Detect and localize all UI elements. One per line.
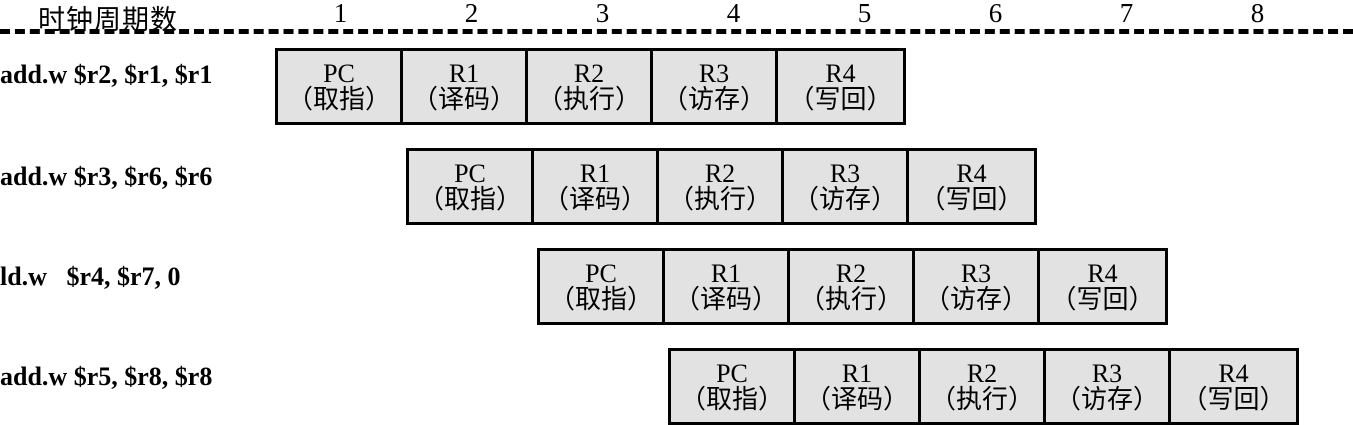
pipeline-stage-cell: R4（写回） xyxy=(1171,351,1296,422)
stage-description: （译码） xyxy=(542,185,647,214)
stage-name: PC xyxy=(454,158,486,188)
pipeline-stage-cell: PC（取指） xyxy=(278,51,403,122)
stage-description: （译码） xyxy=(411,85,516,114)
stage-description: （取指） xyxy=(548,285,653,314)
instruction-label: add.w $r3, $r6, $r6 xyxy=(0,162,213,191)
header-divider xyxy=(0,29,1353,34)
pipeline-stage-cell: R4（写回） xyxy=(778,51,903,122)
instruction-pipeline-row: PC（取指）R1（译码）R2（执行）R3（访存）R4（写回） xyxy=(275,48,906,125)
pipeline-stage-cell: R1（译码） xyxy=(534,151,659,222)
stage-name: PC xyxy=(716,358,748,388)
stage-name: R2 xyxy=(573,58,605,88)
stage-description: （取指） xyxy=(679,385,784,414)
stage-description: （写回） xyxy=(788,85,893,114)
instruction-pipeline-row: PC（取指）R1（译码）R2（执行）R3（访存）R4（写回） xyxy=(668,348,1299,425)
cycle-number: 7 xyxy=(1119,0,1134,28)
stage-name: PC xyxy=(323,58,355,88)
stage-description: （执行） xyxy=(798,285,903,314)
cycle-number: 2 xyxy=(464,0,479,28)
cycle-number: 3 xyxy=(595,0,610,28)
stage-name: R1 xyxy=(448,58,480,88)
instruction-pipeline-row: PC（取指）R1（译码）R2（执行）R3（访存）R4（写回） xyxy=(406,148,1037,225)
stage-name: R3 xyxy=(960,258,992,288)
pipeline-stage-cell: R1（译码） xyxy=(796,351,921,422)
stage-description: （访存） xyxy=(923,285,1028,314)
stage-name: R1 xyxy=(841,358,873,388)
pipeline-stage-cell: R3（访存） xyxy=(915,251,1040,322)
pipeline-stage-cell: R2（执行） xyxy=(528,51,653,122)
pipeline-stage-cell: R2（执行） xyxy=(921,351,1046,422)
cycle-number: 5 xyxy=(857,0,872,28)
pipeline-stage-cell: R1（译码） xyxy=(665,251,790,322)
instruction-label: ld.w $r4, $r7, 0 xyxy=(0,262,181,291)
stage-name: R4 xyxy=(825,58,856,88)
stage-description: （执行） xyxy=(667,185,772,214)
pipeline-stage-cell: R4（写回） xyxy=(1040,251,1165,322)
stage-description: （执行） xyxy=(929,385,1034,414)
cycle-number: 8 xyxy=(1250,0,1265,28)
stage-description: （写回） xyxy=(1181,385,1286,414)
stage-description: （执行） xyxy=(536,85,641,114)
stage-description: （译码） xyxy=(673,285,778,314)
instruction-pipeline-row: PC（取指）R1（译码）R2（执行）R3（访存）R4（写回） xyxy=(537,248,1168,325)
stage-description: （访存） xyxy=(1054,385,1159,414)
pipeline-stage-cell: R3（访存） xyxy=(784,151,909,222)
stage-name: R2 xyxy=(704,158,736,188)
stage-name: R1 xyxy=(579,158,611,188)
cycle-number: 6 xyxy=(988,0,1003,28)
stage-description: （写回） xyxy=(919,185,1024,214)
stage-name: R1 xyxy=(710,258,742,288)
instruction-label: add.w $r5, $r8, $r8 xyxy=(0,362,213,391)
stage-description: （取指） xyxy=(286,85,391,114)
pipeline-stage-cell: R4（写回） xyxy=(909,151,1034,222)
stage-description: （访存） xyxy=(661,85,766,114)
pipeline-stage-cell: R3（访存） xyxy=(653,51,778,122)
stage-name: R4 xyxy=(1218,358,1249,388)
pipeline-stage-cell: PC（取指） xyxy=(540,251,665,322)
pipeline-stage-cell: R2（执行） xyxy=(790,251,915,322)
stage-name: R2 xyxy=(835,258,867,288)
stage-name: R4 xyxy=(1087,258,1118,288)
stage-description: （译码） xyxy=(804,385,909,414)
stage-description: （访存） xyxy=(792,185,897,214)
pipeline-stage-cell: R1（译码） xyxy=(403,51,528,122)
stage-name: PC xyxy=(585,258,617,288)
stage-name: R3 xyxy=(829,158,861,188)
pipeline-stage-cell: R3（访存） xyxy=(1046,351,1171,422)
stage-name: R3 xyxy=(1091,358,1123,388)
stage-description: （取指） xyxy=(417,185,522,214)
cycle-number: 4 xyxy=(726,0,741,28)
pipeline-stage-cell: PC（取指） xyxy=(671,351,796,422)
stage-name: R4 xyxy=(956,158,987,188)
stage-name: R3 xyxy=(698,58,730,88)
instruction-label: add.w $r2, $r1, $r1 xyxy=(0,60,213,89)
cycle-number: 1 xyxy=(333,0,348,28)
stage-name: R2 xyxy=(966,358,998,388)
pipeline-stage-cell: R2（执行） xyxy=(659,151,784,222)
stage-description: （写回） xyxy=(1050,285,1155,314)
pipeline-stage-cell: PC（取指） xyxy=(409,151,534,222)
